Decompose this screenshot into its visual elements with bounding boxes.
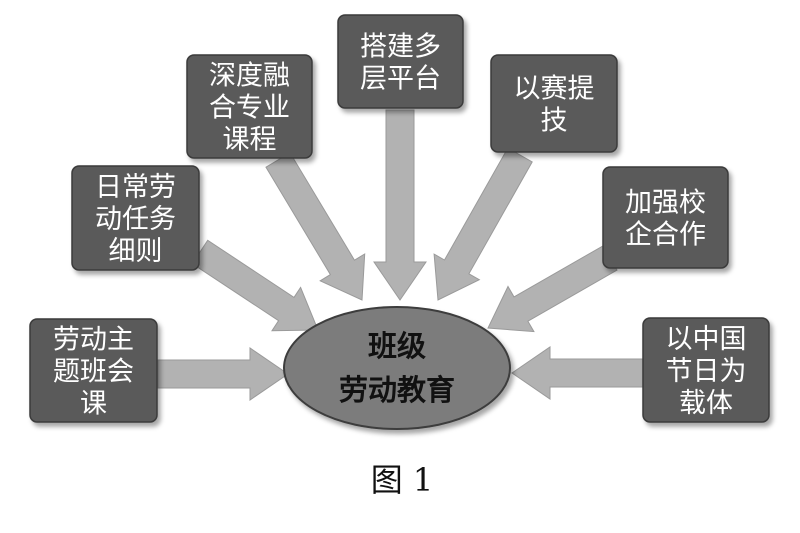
arrow-1 xyxy=(157,347,289,401)
figure-caption: 图 1 xyxy=(371,461,434,499)
arrow-7 xyxy=(511,346,644,400)
node-box-chinese-festivals xyxy=(642,317,770,423)
node-school-enterprise-line-1: 加强校 xyxy=(625,188,706,219)
arrow-5 xyxy=(433,147,533,301)
node-box-theme-class-meeting xyxy=(29,318,158,423)
node-boxes-group: 劳动主题班会课日常劳动任务细则深度融合专业课程搭建多层平台以赛提技加强校企合作以… xyxy=(29,14,770,423)
node-competition-skills-line-2: 技 xyxy=(541,106,568,137)
node-box-multi-level-platform xyxy=(337,14,464,109)
node-theme-class-meeting-line-1: 劳动主 xyxy=(53,325,134,356)
node-box-competition-skills xyxy=(490,54,618,153)
node-daily-task-rules-line-3: 细则 xyxy=(109,236,163,267)
node-multi-level-platform-line-1: 搭建多 xyxy=(360,32,441,63)
node-daily-task-rules-line-2: 动任务 xyxy=(95,204,176,235)
arrow-6 xyxy=(487,245,618,333)
arrow-3 xyxy=(265,152,366,301)
node-box-curriculum-integration xyxy=(186,54,313,159)
node-theme-class-meeting-line-2: 题班会 xyxy=(53,357,134,388)
node-theme-class-meeting-line-3: 课 xyxy=(80,389,107,420)
node-curriculum-integration-line-2: 合专业 xyxy=(209,93,290,124)
node-chinese-festivals-line-3: 载体 xyxy=(679,388,733,419)
node-chinese-festivals-line-1: 以中国 xyxy=(666,324,747,355)
arrow-2 xyxy=(191,239,319,332)
node-curriculum-integration-line-3: 课程 xyxy=(223,125,277,156)
center-node: 班级 劳动教育 xyxy=(283,306,511,430)
center-line-1: 班级 xyxy=(368,329,426,363)
node-chinese-festivals-line-2: 节日为 xyxy=(666,356,747,387)
arrows-group xyxy=(157,109,644,401)
node-school-enterprise-line-2: 企合作 xyxy=(625,220,706,251)
center-line-2: 劳动教育 xyxy=(339,373,455,407)
arrow-4 xyxy=(373,109,427,301)
node-competition-skills-line-1: 以赛提 xyxy=(514,74,595,105)
node-curriculum-integration-line-1: 深度融 xyxy=(209,61,290,92)
center-ellipse xyxy=(283,306,511,430)
node-box-daily-task-rules xyxy=(71,165,200,271)
node-multi-level-platform-line-2: 层平台 xyxy=(360,64,441,95)
node-box-school-enterprise xyxy=(602,166,729,269)
node-daily-task-rules-line-1: 日常劳 xyxy=(95,172,176,203)
